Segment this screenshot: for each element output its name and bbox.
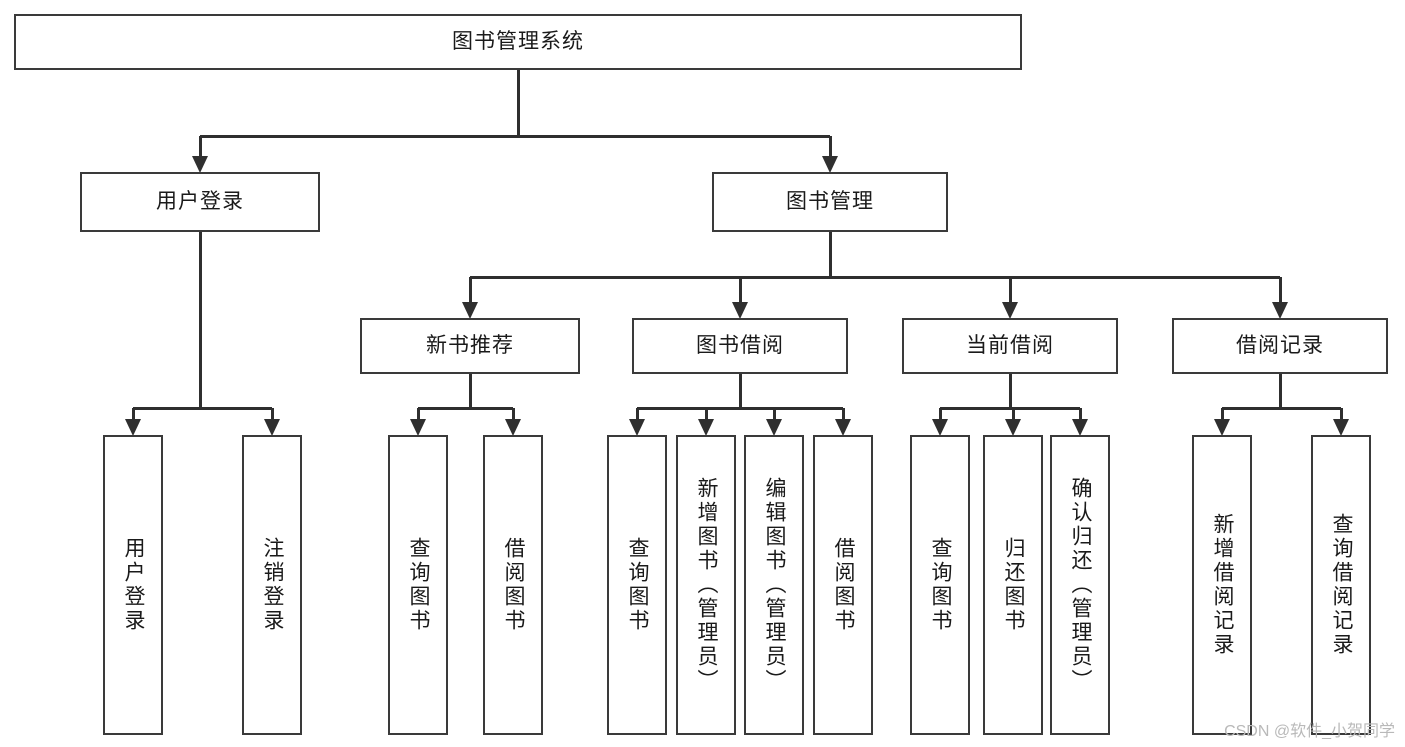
node-leaf-query-book-2[interactable]: 查询图书 <box>607 435 667 735</box>
node-root[interactable]: 图书管理系统 <box>14 14 1022 70</box>
node-leaf-add-book[interactable]: 新增图书（管理员） <box>676 435 736 735</box>
node-label: 归还图书 <box>1002 537 1026 633</box>
connector-line <box>828 232 832 277</box>
arrow-head-icon <box>1072 419 1088 436</box>
node-leaf-user-login[interactable]: 用户登录 <box>103 435 163 735</box>
node-leaf-add-record[interactable]: 新增借阅记录 <box>1192 435 1252 735</box>
node-label: 图书管理系统 <box>452 30 584 54</box>
connector-line <box>1222 406 1341 410</box>
connector-line <box>198 232 202 408</box>
arrow-head-icon <box>822 156 838 173</box>
connector-line <box>738 277 742 303</box>
connector-line <box>841 408 845 420</box>
node-label: 注销登录 <box>261 537 285 633</box>
node-label: 新增借阅记录 <box>1211 513 1235 657</box>
node-label: 借阅图书 <box>832 537 856 633</box>
connector-line <box>1278 374 1282 408</box>
node-current-borrow[interactable]: 当前借阅 <box>902 318 1118 374</box>
arrow-head-icon <box>192 156 208 173</box>
arrow-head-icon <box>264 419 280 436</box>
connector-line <box>1339 408 1343 420</box>
connector-line <box>637 406 843 410</box>
arrow-head-icon <box>462 302 478 319</box>
connector-line <box>416 408 420 420</box>
node-book-borrow[interactable]: 图书借阅 <box>632 318 848 374</box>
node-label: 图书管理 <box>786 190 874 214</box>
connector-line <box>1220 408 1224 420</box>
node-leaf-return-book[interactable]: 归还图书 <box>983 435 1043 735</box>
arrow-head-icon <box>766 419 782 436</box>
node-new-book-recommend[interactable]: 新书推荐 <box>360 318 580 374</box>
node-label: 新增图书（管理员） <box>695 477 719 693</box>
watermark: CSDN @软件_小贺同学 <box>1224 723 1395 740</box>
node-leaf-confirm-return[interactable]: 确认归还（管理员） <box>1050 435 1110 735</box>
node-label: 新书推荐 <box>426 334 514 358</box>
connector-line <box>198 136 202 157</box>
connector-line <box>704 408 708 420</box>
node-label: 图书借阅 <box>696 334 784 358</box>
node-label: 用户登录 <box>156 190 244 214</box>
connector-line <box>468 374 472 408</box>
arrow-head-icon <box>732 302 748 319</box>
connector-line <box>938 408 942 420</box>
arrow-head-icon <box>1333 419 1349 436</box>
arrow-head-icon <box>505 419 521 436</box>
connector-line <box>133 406 272 410</box>
node-book-manage[interactable]: 图书管理 <box>712 172 948 232</box>
connector-line <box>511 408 515 420</box>
connector-line <box>200 134 830 138</box>
node-label: 查询图书 <box>929 537 953 633</box>
connector-line <box>270 408 274 420</box>
node-user-login[interactable]: 用户登录 <box>80 172 320 232</box>
node-label: 确认归还（管理员） <box>1069 477 1093 693</box>
node-borrow-record[interactable]: 借阅记录 <box>1172 318 1388 374</box>
arrow-head-icon <box>125 419 141 436</box>
arrow-head-icon <box>835 419 851 436</box>
connector-line <box>418 406 513 410</box>
node-leaf-edit-book[interactable]: 编辑图书（管理员） <box>744 435 804 735</box>
arrow-head-icon <box>410 419 426 436</box>
connector-line <box>1008 277 1012 303</box>
connector-line <box>470 275 1280 279</box>
connector-line <box>635 408 639 420</box>
arrow-head-icon <box>1214 419 1230 436</box>
connector-line <box>1008 374 1012 408</box>
node-label: 借阅图书 <box>502 537 526 633</box>
node-leaf-borrow-book-1[interactable]: 借阅图书 <box>483 435 543 735</box>
node-label: 当前借阅 <box>966 334 1054 358</box>
arrow-head-icon <box>932 419 948 436</box>
arrow-head-icon <box>629 419 645 436</box>
connector-line <box>1078 408 1082 420</box>
node-leaf-user-logout[interactable]: 注销登录 <box>242 435 302 735</box>
connector-line <box>828 136 832 157</box>
node-leaf-borrow-book-2[interactable]: 借阅图书 <box>813 435 873 735</box>
arrow-head-icon <box>698 419 714 436</box>
arrow-head-icon <box>1272 302 1288 319</box>
connector-line <box>1278 277 1282 303</box>
node-label: 借阅记录 <box>1236 334 1324 358</box>
connector-line <box>131 408 135 420</box>
connector-line <box>516 70 520 136</box>
arrow-head-icon <box>1002 302 1018 319</box>
node-label: 用户登录 <box>122 537 146 633</box>
node-leaf-query-book-1[interactable]: 查询图书 <box>388 435 448 735</box>
connector-line <box>1011 408 1015 420</box>
connector-line <box>738 374 742 408</box>
node-label: 编辑图书（管理员） <box>763 477 787 693</box>
node-label: 查询图书 <box>626 537 650 633</box>
node-leaf-query-record[interactable]: 查询借阅记录 <box>1311 435 1371 735</box>
node-label: 查询借阅记录 <box>1330 513 1354 657</box>
node-leaf-query-book-3[interactable]: 查询图书 <box>910 435 970 735</box>
node-label: 查询图书 <box>407 537 431 633</box>
arrow-head-icon <box>1005 419 1021 436</box>
connector-line <box>468 277 472 303</box>
connector-line <box>772 408 776 420</box>
connector-line <box>940 406 1080 410</box>
